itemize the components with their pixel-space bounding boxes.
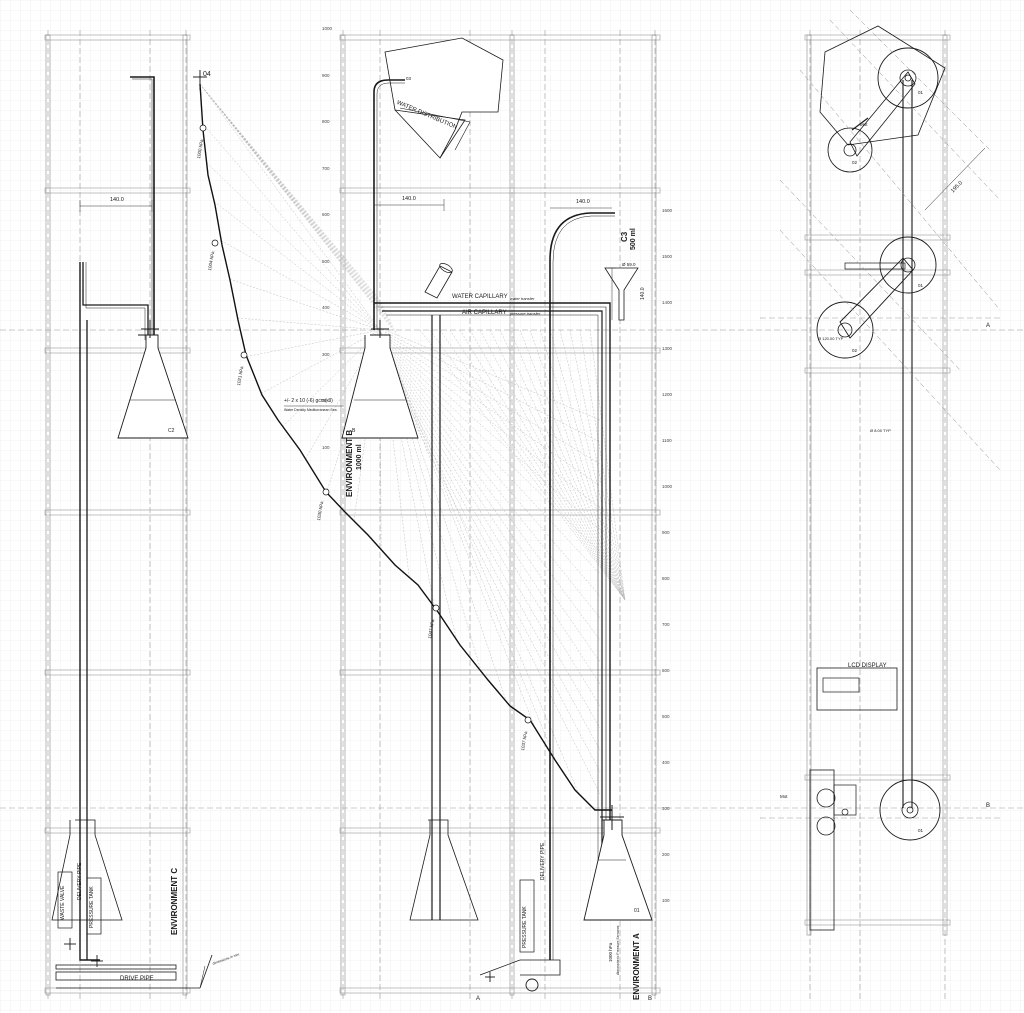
environment-a-assembly <box>479 212 653 992</box>
fan-line <box>379 329 557 762</box>
scale-tick-label: 300 <box>662 806 670 811</box>
scale-tick-label: 1100 <box>662 438 672 443</box>
fan-line <box>206 162 381 331</box>
flask-c2 <box>117 334 189 439</box>
fan-line <box>261 329 381 394</box>
fan-line <box>529 329 626 601</box>
scale-tick-label: 500 <box>322 258 330 264</box>
scale-tick-label: 900 <box>662 530 670 535</box>
height-scale-right: 1600 1500 1400 1300 1200 1100 1000 900 800 700 600… <box>662 208 678 988</box>
fan-line <box>379 329 580 795</box>
fan-line <box>384 329 601 421</box>
fan-line <box>384 357 601 729</box>
height-scale-left: 1000 900 800 700 600 500 400 300 200 100 <box>322 26 336 1006</box>
fan-line <box>384 355 601 707</box>
fan-line <box>549 329 626 601</box>
fan-line <box>384 353 601 685</box>
frame-rails <box>45 34 948 996</box>
scale-tick-label: 200 <box>322 398 330 403</box>
fan-line <box>199 83 395 329</box>
scale-tick-label: 1600 <box>662 208 673 213</box>
fan-line <box>499 329 626 601</box>
scale-tick-label: 800 <box>322 119 330 124</box>
scale-tick-label: 400 <box>662 760 670 765</box>
lcd-display <box>816 667 898 711</box>
fan-line <box>199 83 381 331</box>
fan-line <box>246 329 381 357</box>
fan-line <box>489 329 626 601</box>
fan-line <box>384 341 601 553</box>
fan-line <box>384 331 601 443</box>
scale-tick-label: 1500 <box>662 254 673 259</box>
scale-tick-label: 400 <box>322 305 330 310</box>
flask-a <box>583 819 653 921</box>
fan-line <box>237 317 381 331</box>
fan-line <box>384 349 601 641</box>
fan-line <box>199 83 385 309</box>
scale-tick-label: 900 <box>322 72 330 78</box>
fan-line <box>282 329 381 427</box>
environment-c-assembly <box>51 76 213 989</box>
fan-line <box>384 339 601 531</box>
fan-line <box>229 279 381 331</box>
scale-tick-label: 1000 <box>662 484 673 489</box>
scale-tick-label: 1200 <box>662 392 673 397</box>
flask-b <box>341 334 419 439</box>
water-distribution-box <box>384 37 504 159</box>
point-04-marker <box>193 70 207 90</box>
scale-tick-label: 700 <box>322 165 330 171</box>
fan-line <box>221 240 381 331</box>
fan-line <box>429 329 626 601</box>
scale-tick-label: 300 <box>322 351 330 357</box>
fan-line <box>199 83 399 337</box>
construction-lines <box>0 30 1024 1000</box>
fan-line <box>384 347 601 619</box>
scale-tick-label: 100 <box>662 898 670 903</box>
dim-140-right <box>550 207 616 320</box>
scale-tick-label: 1400 <box>662 300 673 305</box>
fan-line <box>384 345 601 597</box>
dim-140-left <box>79 200 153 212</box>
scale-tick-label: 1000 <box>322 26 333 31</box>
fan-line <box>384 359 601 751</box>
dim-140-mid <box>373 199 445 211</box>
fan-line <box>559 329 626 601</box>
scale-tick-label: 200 <box>662 852 670 857</box>
fan-line <box>379 329 536 729</box>
pressure-markers <box>199 124 532 724</box>
scale-tick-label: 100 <box>322 444 330 450</box>
scale-tick-label: 1300 <box>662 346 673 351</box>
scale-tick-label: 600 <box>322 212 330 217</box>
scale-tick-label: 500 <box>662 714 670 719</box>
fan-line <box>569 329 626 601</box>
fan-line <box>419 329 626 601</box>
fan-line <box>519 329 626 601</box>
mechanism-assembly <box>779 9 1001 931</box>
fan-line <box>384 337 601 509</box>
fan-line <box>199 83 393 325</box>
environment-b-assembly <box>341 37 611 921</box>
fan-line <box>469 329 626 601</box>
frame-bands <box>44 34 951 994</box>
scale-tick-label: 700 <box>662 622 670 627</box>
fan-line <box>449 329 626 601</box>
fan-line <box>384 363 601 795</box>
scale-tick-label: 600 <box>662 668 670 673</box>
fan-line <box>459 329 626 601</box>
fan-line <box>539 329 626 601</box>
fan-line <box>384 361 601 773</box>
scale-tick-label: 800 <box>662 576 670 581</box>
fan-line <box>384 335 601 487</box>
